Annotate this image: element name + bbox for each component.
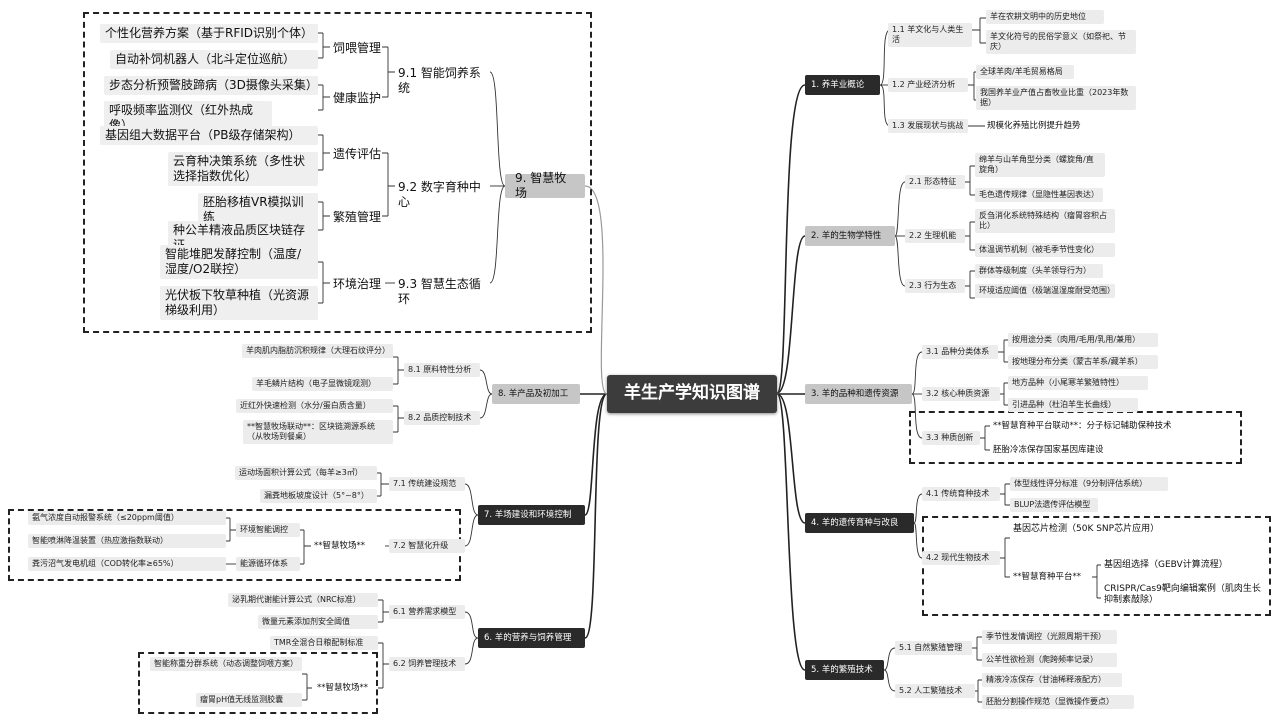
b9-sub2-leaf2[interactable]: 云育种决策系统（多性状选择指数优化） (168, 152, 318, 186)
b8-sub2-leaf1[interactable]: 近红外快速检测（水分/蛋白质含量） (236, 399, 393, 413)
branch-1[interactable]: 1. 养羊业概论 (805, 75, 880, 95)
frame-smart-farm (83, 12, 592, 333)
b5-sub1[interactable]: 5.1 自然繁殖管理 (895, 641, 972, 655)
branch-8[interactable]: 8. 羊产品及初加工 (492, 384, 580, 404)
b1-sub1[interactable]: 1.1 羊文化与人类生活 (888, 23, 972, 47)
branch-9[interactable]: 9. 智慧牧场 (505, 171, 585, 200)
b8-sub1[interactable]: 8.1 原料特性分析 (404, 363, 480, 377)
b5-sub2[interactable]: 5.2 人工繁殖技术 (895, 684, 975, 698)
b2-sub2-leaf2[interactable]: 体温调节机制（被毛季节性变化） (975, 243, 1115, 257)
b9-sub3-leaf2[interactable]: 光伏板下牧草种植（光资源梯级利用） (160, 286, 318, 320)
b1-sub2[interactable]: 1.2 产业经济分析 (888, 78, 968, 92)
b9-sub1[interactable]: 9.1 智能饲养系统 (398, 66, 481, 95)
b7-sub2-group1[interactable]: 环境智能调控 (236, 523, 300, 537)
b5-sub2-leaf1[interactable]: 精液冷冻保存（甘油稀释液配方） (982, 673, 1122, 687)
b8-sub2[interactable]: 8.2 品质控制技术 (404, 411, 480, 425)
b1-sub3-leaf1[interactable]: 规模化养殖比例提升趋势 (987, 121, 1081, 131)
frame-feeding-smart (138, 652, 378, 714)
b1-sub1-leaf1[interactable]: 羊在农耕文明中的历史地位 (986, 10, 1104, 24)
b2-sub2-leaf1[interactable]: 反刍消化系统特殊结构（瘤胃容积占比） (975, 209, 1115, 233)
b9-sub1-group1[interactable]: 饲喂管理 (333, 41, 382, 55)
b8-sub2-leaf2[interactable]: **智慧牧场联动**：区块链溯源系统（从牧场到餐桌） (243, 420, 393, 444)
b6-sub2-leaf1[interactable]: TMR全混合日粮配制标准 (270, 636, 378, 650)
b3-sub3[interactable]: 3.3 种质创新 (922, 431, 980, 445)
b9-sub1-leaf3[interactable]: 步态分析预警肢蹄病（3D摄像头采集） (104, 76, 318, 95)
b4-sub1-leaf2[interactable]: BLUP法遗传评估模型 (1010, 498, 1098, 512)
b2-sub2[interactable]: 2.2 生理机能 (905, 229, 965, 243)
b4-sub2-leaf1[interactable]: 基因芯片检测（50K SNP芯片应用） (1013, 524, 1160, 534)
b7-sub2-group2[interactable]: 能源循环体系 (236, 557, 300, 571)
b9-sub2[interactable]: 9.2 数字育种中心 (398, 180, 481, 209)
b6-sub2-leaf3[interactable]: 瘤胃pH值无线监测胶囊 (196, 693, 302, 707)
b8-sub1-leaf2[interactable]: 羊毛鳞片结构（电子显微镜观测） (252, 377, 393, 391)
b9-sub1-leaf1[interactable]: 个性化营养方案（基于RFID识别个体） (100, 24, 318, 43)
b6-sub1[interactable]: 6.1 营养需求模型 (389, 605, 465, 619)
b7-sub1-leaf2[interactable]: 漏粪地板坡度设计（5°~8°） (260, 489, 377, 503)
b3-sub1[interactable]: 3.1 品种分类体系 (922, 345, 998, 359)
b5-sub1-leaf2[interactable]: 公羊性欲检测（爬跨频率记录） (982, 653, 1117, 667)
b7-sub2-leaf1[interactable]: 氨气浓度自动报警系统（≤20ppm阈值） (28, 511, 226, 525)
frame-modern-biotech (922, 516, 1271, 616)
b9-sub2-group2[interactable]: 繁殖管理 (333, 210, 382, 224)
branch-5[interactable]: 5. 羊的繁殖技术 (805, 660, 884, 680)
b9-sub2-leaf1[interactable]: 基因组大数据平台（PB级存储架构） (100, 126, 318, 145)
b9-sub1-group2[interactable]: 健康监护 (333, 91, 382, 105)
b6-sub2[interactable]: 6.2 饲养管理技术 (389, 657, 465, 671)
b2-sub3[interactable]: 2.3 行为生态 (905, 279, 965, 293)
b7-sub1[interactable]: 7.1 传统建设规范 (389, 477, 465, 491)
b5-sub2-leaf2[interactable]: 胚胎分割操作规范（显微操作要点） (982, 695, 1134, 709)
b7-sub1-leaf1[interactable]: 运动场面积计算公式（每羊≥3㎡） (235, 466, 377, 480)
b4-sub1[interactable]: 4.1 传统育种技术 (922, 487, 1000, 501)
b8-sub1-leaf1[interactable]: 羊肉肌内脂肪沉积规律（大理石纹评分） (242, 344, 393, 358)
b4-sub1-leaf1[interactable]: 体型线性评分标准（9分制评估系统） (1010, 477, 1168, 491)
b9-sub3-leaf1[interactable]: 智能堆肥发酵控制（温度/湿度/O2联控） (160, 245, 318, 279)
b6-sub2-smart-farm[interactable]: **智慧牧场** (317, 683, 369, 693)
b4-sub2[interactable]: 4.2 现代生物技术 (922, 551, 1000, 565)
b2-sub3-leaf2[interactable]: 环境适应阈值（极端温湿度耐受范围） (975, 284, 1115, 298)
b2-sub1-leaf2[interactable]: 毛色遗传规律（显隐性基因表达） (975, 188, 1103, 202)
b3-sub3-leaf1[interactable]: **智慧育种平台联动**：分子标记辅助保种技术 (993, 421, 1172, 431)
b9-sub1-leaf2[interactable]: 自动补饲机器人（北斗定位巡航） (110, 50, 318, 69)
b7-sub2[interactable]: 7.2 智慧化升级 (389, 539, 465, 553)
b1-sub2-leaf2[interactable]: 我国养羊业产值占畜牧业比重（2023年数据） (976, 86, 1136, 110)
branch-4[interactable]: 4. 羊的遗传育种与改良 (805, 513, 914, 533)
b3-sub2-leaf1[interactable]: 地方品种（小尾寒羊繁殖特性） (1008, 376, 1148, 390)
b9-sub2-group1[interactable]: 遗传评估 (333, 147, 382, 161)
b9-sub3[interactable]: 9.3 智慧生态循环 (398, 277, 481, 306)
b2-sub1-leaf1[interactable]: 绵羊与山羊角型分类（螺旋角/直旋角） (975, 153, 1105, 177)
frame-germplasm-innovation (909, 411, 1242, 464)
branch-3[interactable]: 3. 羊的品种和遗传资源 (805, 384, 912, 404)
b6-sub2-leaf2[interactable]: 智能称重分群系统（动态调整饲喂方案） (150, 657, 302, 671)
b4-sub2-smart-breeding[interactable]: **智慧育种平台** (1013, 572, 1082, 582)
branch-7[interactable]: 7. 羊场建设和环境控制 (478, 505, 585, 525)
b3-sub2[interactable]: 3.2 核心种质资源 (922, 387, 1000, 401)
b2-sub3-leaf1[interactable]: 群体等级制度（头羊领导行为） (975, 264, 1103, 278)
b9-sub3-group1[interactable]: 环境治理 (333, 277, 382, 291)
b3-sub1-leaf1[interactable]: 按用途分类（肉用/毛用/乳用/兼用） (1008, 333, 1158, 347)
b4-sub2-leaf2[interactable]: 基因组选择（GEBV计算流程） (1104, 560, 1228, 570)
b1-sub3[interactable]: 1.3 发展现状与挑战 (888, 119, 968, 133)
b3-sub2-leaf2[interactable]: 引进品种（杜泊羊生长曲线） (1008, 398, 1138, 412)
b7-sub2-smart-farm[interactable]: **智慧牧场** (314, 541, 366, 551)
b1-sub1-leaf2[interactable]: 羊文化符号的民俗学意义（如祭祀、节庆） (986, 30, 1136, 54)
b7-sub2-leaf2[interactable]: 智能喷淋降温装置（热应激指数联动） (28, 534, 226, 548)
b7-sub2-leaf3[interactable]: 粪污沼气发电机组（COD转化率≥65%） (28, 557, 226, 571)
branch-6[interactable]: 6. 羊的营养与饲养管理 (478, 628, 585, 648)
b6-sub1-leaf1[interactable]: 泌乳期代谢能计算公式（NRC标准） (228, 593, 378, 607)
branch-2[interactable]: 2. 羊的生物学特性 (805, 226, 895, 246)
b3-sub1-leaf2[interactable]: 按地理分布分类（蒙古羊系/藏羊系） (1008, 355, 1158, 369)
b4-sub2-leaf3[interactable]: CRISPR/Cas9靶向编辑案例（肌肉生长抑制素敲除） (1104, 584, 1261, 606)
b6-sub1-leaf2[interactable]: 微量元素添加剂安全阈值 (258, 615, 378, 629)
root-node[interactable]: 羊生产学知识图谱 (607, 375, 777, 413)
b1-sub2-leaf1[interactable]: 全球羊肉/羊毛贸易格局 (976, 65, 1074, 79)
b2-sub1[interactable]: 2.1 形态特征 (905, 175, 965, 189)
b3-sub3-leaf2[interactable]: 胚胎冷冻保存国家基因库建设 (993, 445, 1104, 455)
b5-sub1-leaf1[interactable]: 季节性发情调控（光照周期干预） (982, 630, 1117, 644)
